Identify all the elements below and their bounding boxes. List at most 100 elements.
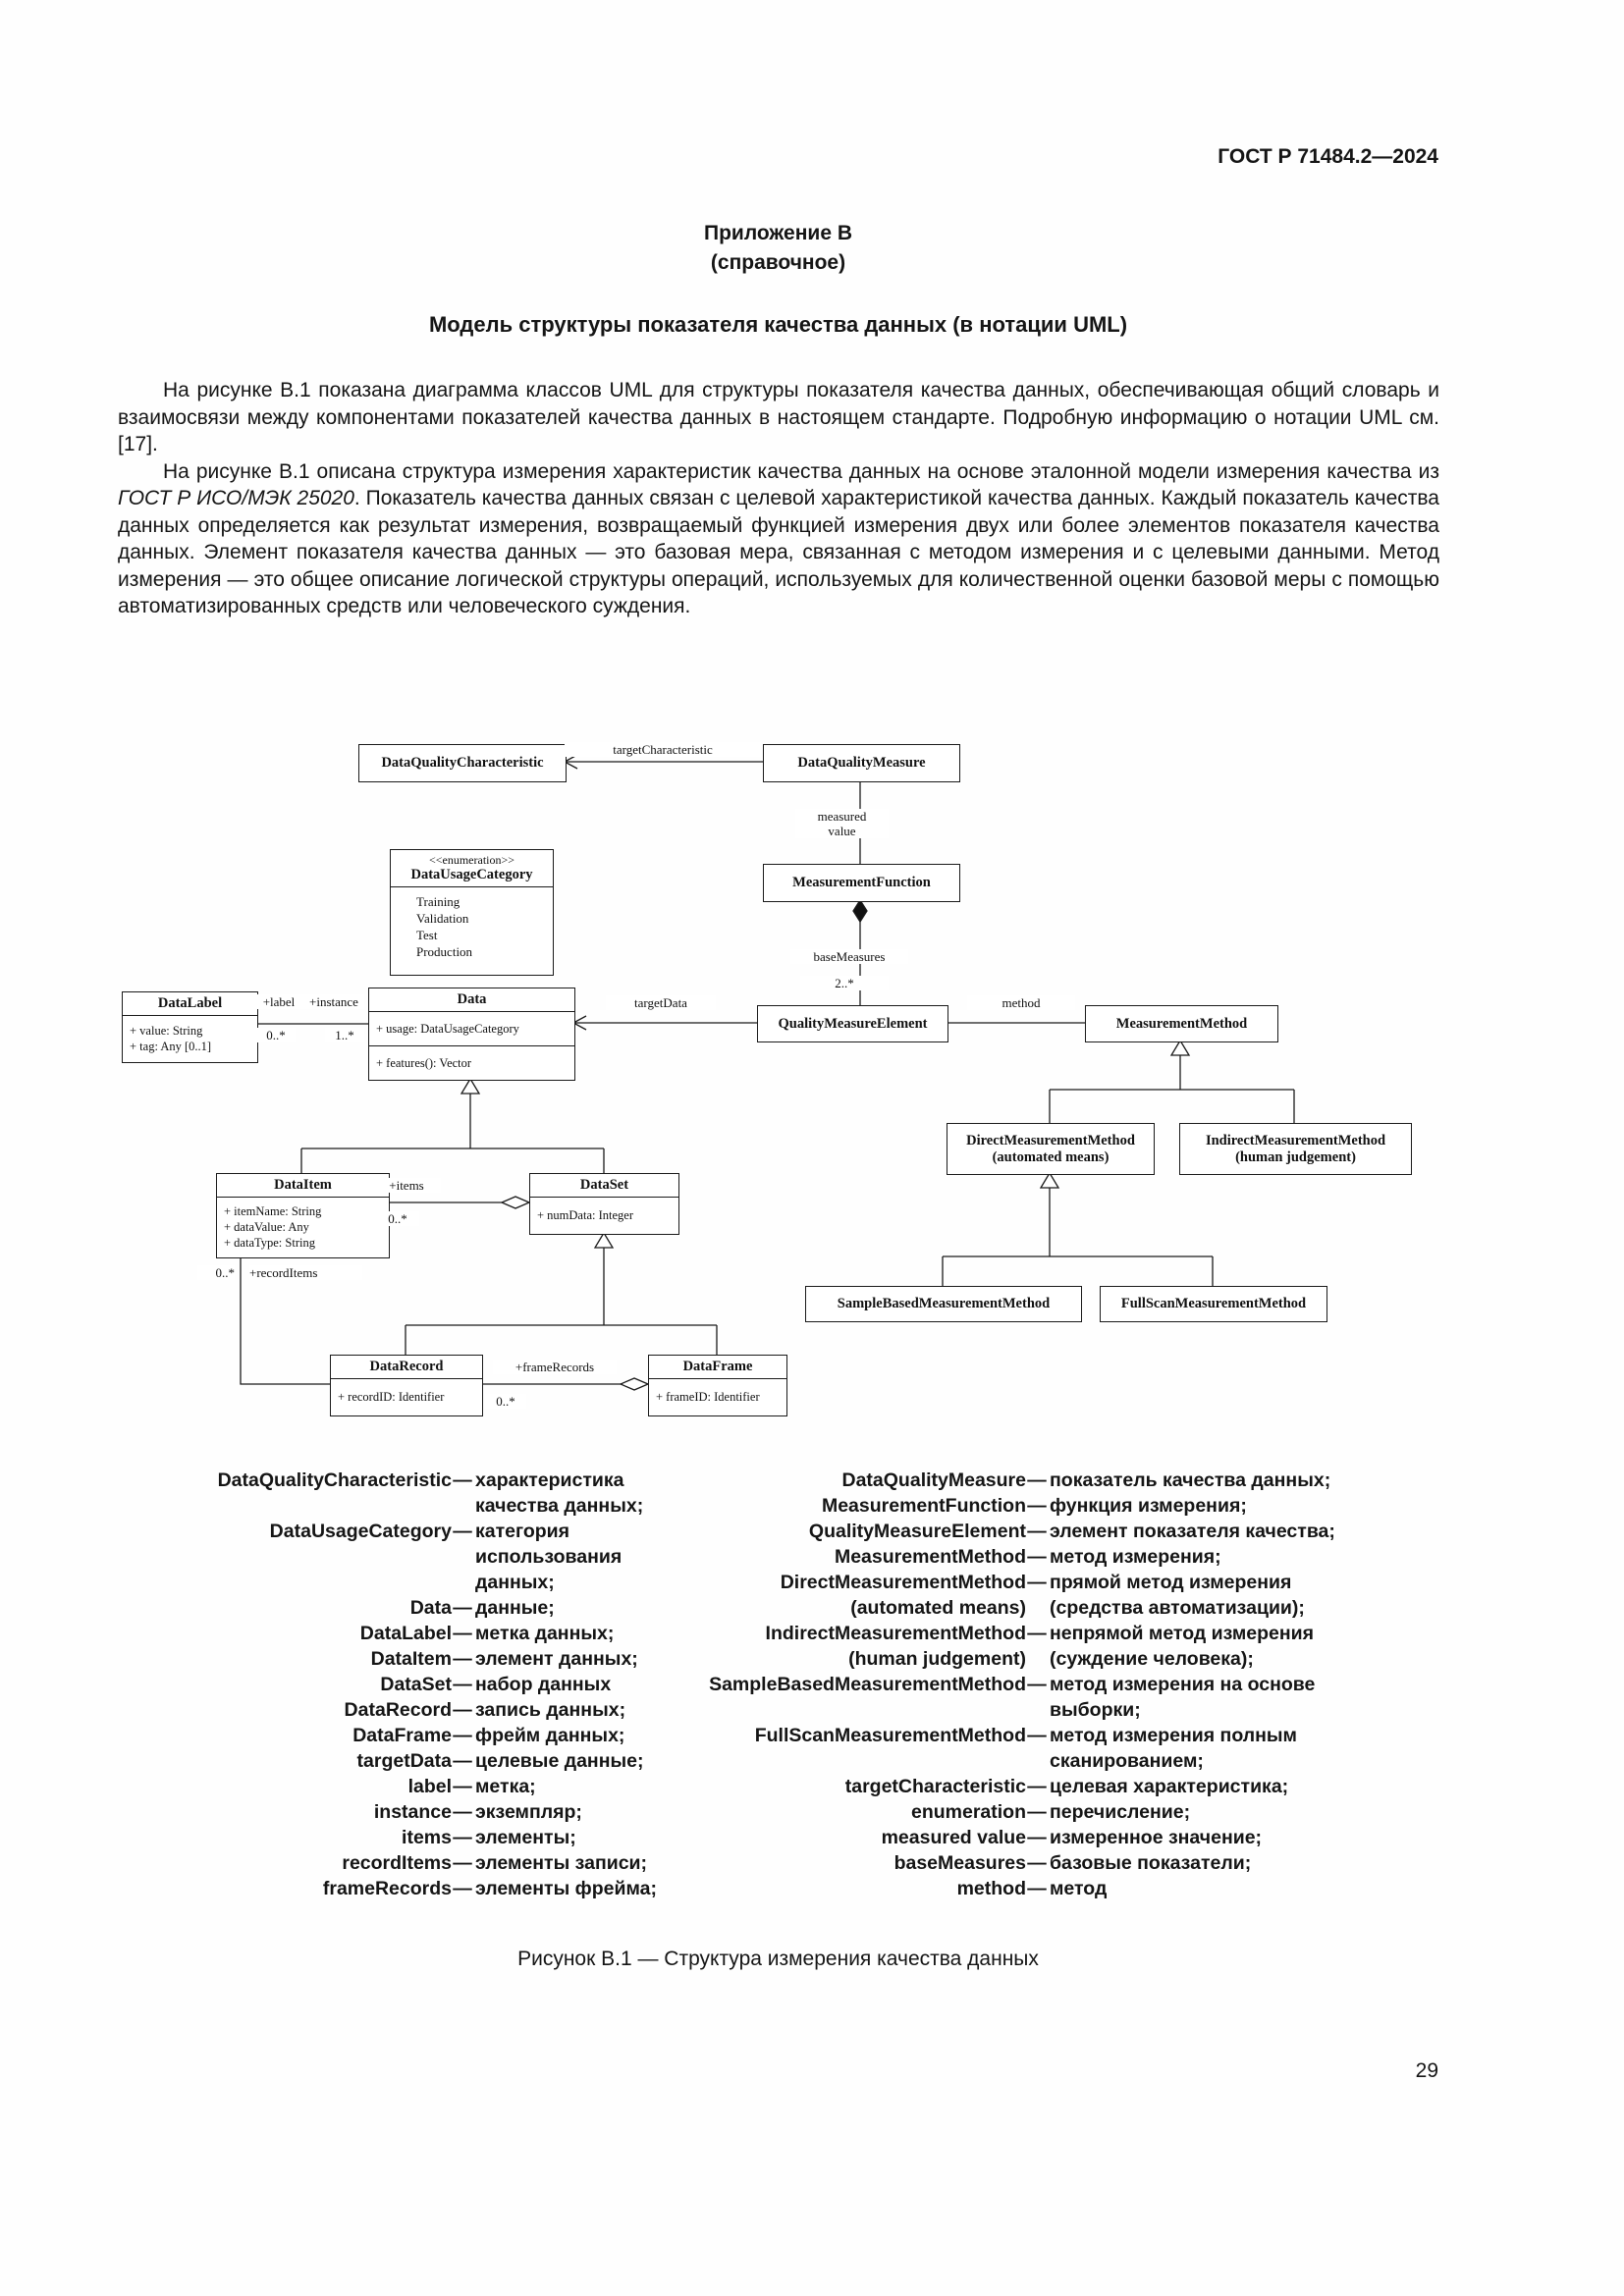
class-operations: + features(): Vector bbox=[369, 1044, 574, 1080]
class-attribute: + value: String bbox=[130, 1024, 203, 1039]
legend-entry: DataItem — элемент данных; bbox=[137, 1646, 683, 1672]
figure-legend-right-column: DataQualityMeasure — показатель качества… bbox=[643, 1468, 1401, 1901]
legend-desc: метод bbox=[1050, 1878, 1108, 1899]
legend-entry: method — метод bbox=[643, 1876, 1401, 1901]
role-label-label: +label bbox=[250, 994, 307, 1009]
legend-entry: DataUsageCategory — категория использова… bbox=[137, 1519, 683, 1595]
legend-term: frameRecords bbox=[322, 1878, 452, 1899]
legend-dash: — bbox=[1027, 1572, 1047, 1593]
legend-term: IndirectMeasurementMethod (human judgeme… bbox=[765, 1623, 1026, 1670]
legend-term: DataQualityCharacteristic bbox=[217, 1469, 452, 1491]
legend-term: MeasurementMethod bbox=[834, 1546, 1026, 1568]
legend-term: DirectMeasurementMethod (automated means… bbox=[780, 1572, 1026, 1619]
legend-desc: целевая характеристика; bbox=[1050, 1776, 1289, 1797]
legend-term: DataRecord bbox=[344, 1699, 452, 1721]
class-attribute: + recordID: Identifier bbox=[338, 1390, 445, 1405]
legend-dash: — bbox=[1027, 1776, 1047, 1797]
legend-term: measured value bbox=[881, 1827, 1026, 1848]
legend-dash: — bbox=[1027, 1546, 1047, 1568]
legend-dash: — bbox=[1027, 1521, 1047, 1542]
multiplicity-instance: 1..* bbox=[325, 1028, 364, 1042]
legend-desc: элементы; bbox=[475, 1827, 576, 1848]
legend-desc: фрейм данных; bbox=[475, 1725, 625, 1746]
legend-desc: функция измерения; bbox=[1050, 1495, 1247, 1517]
legend-dash: — bbox=[1027, 1878, 1047, 1899]
legend-dash: — bbox=[453, 1878, 472, 1899]
class-name: DataQualityCharacteristic bbox=[381, 755, 544, 772]
legend-dash: — bbox=[453, 1725, 472, 1746]
class-name: Data bbox=[457, 991, 487, 1007]
legend-dash: — bbox=[1027, 1852, 1047, 1874]
legend-entry: DataLabel — метка данных; bbox=[137, 1621, 683, 1646]
legend-dash: — bbox=[453, 1648, 472, 1670]
class-attribute: + dataValue: Any bbox=[224, 1220, 309, 1235]
role-label-target-data: targetData bbox=[606, 995, 716, 1010]
legend-term: DataQualityMeasure bbox=[841, 1469, 1027, 1491]
legend-entry: items — элементы; bbox=[137, 1825, 683, 1850]
generalization-triangle-icon bbox=[460, 1077, 481, 1095]
uml-class-data-frame: DataFrame + frameID: Identifier bbox=[648, 1355, 787, 1416]
uml-class-measurement-function: MeasurementFunction bbox=[763, 864, 960, 902]
page-number: 29 bbox=[1415, 2059, 1438, 2082]
legend-entry: recordItems — элементы записи; bbox=[137, 1850, 683, 1876]
generalization-triangle-icon bbox=[1169, 1039, 1191, 1056]
uml-class-direct-measurement-method: DirectMeasurementMethod (automated means… bbox=[947, 1123, 1155, 1175]
class-title: DirectMeasurementMethod (automated means… bbox=[947, 1124, 1154, 1174]
legend-desc: метка данных; bbox=[475, 1623, 615, 1644]
legend-desc: прямой метод измерения (средства автомат… bbox=[1050, 1572, 1305, 1619]
legend-desc: элементы фрейма; bbox=[475, 1878, 657, 1899]
legend-desc: экземпляр; bbox=[475, 1801, 582, 1823]
legend-entry: QualityMeasureElement — элемент показате… bbox=[643, 1519, 1401, 1544]
class-name: QualityMeasureElement bbox=[778, 1015, 928, 1032]
legend-entry: DataSet — набор данных bbox=[137, 1672, 683, 1697]
legend-entry: FullScanMeasurementMethod — метод измере… bbox=[643, 1723, 1401, 1774]
body-text: На рисунке В.1 показана диаграмма классо… bbox=[118, 377, 1439, 620]
legend-entry: measured value — измеренное значение; bbox=[643, 1825, 1401, 1850]
legend-desc: категория использования данных; bbox=[475, 1521, 623, 1593]
role-label-target-characteristic: targetCharacteristic bbox=[565, 742, 761, 757]
legend-entry: DataFrame — фрейм данных; bbox=[137, 1723, 683, 1748]
enum-value: Validation bbox=[416, 910, 469, 926]
legend-entry: instance — экземпляр; bbox=[137, 1799, 683, 1825]
legend-dash: — bbox=[453, 1699, 472, 1721]
page-header: ГОСТ Р 71484.2—2024 bbox=[1218, 145, 1438, 168]
legend-desc: набор данных bbox=[475, 1674, 612, 1695]
class-title: IndirectMeasurementMethod (human judgeme… bbox=[1180, 1124, 1411, 1174]
figure-caption: Рисунок В.1 — Структура измерения качест… bbox=[517, 1948, 1039, 1970]
legend-entry: targetCharacteristic — целевая характери… bbox=[643, 1774, 1401, 1799]
legend-dash: — bbox=[453, 1852, 472, 1874]
uml-class-full-scan-measurement-method: FullScanMeasurementMethod bbox=[1100, 1286, 1327, 1322]
class-name: SampleBasedMeasurementMethod bbox=[837, 1296, 1051, 1312]
legend-term: SampleBasedMeasurementMethod bbox=[709, 1674, 1026, 1695]
legend-term: baseMeasures bbox=[893, 1852, 1026, 1874]
aggregation-diamond-icon bbox=[619, 1377, 650, 1391]
class-attributes: + itemName: String+ dataValue: Any+ data… bbox=[217, 1196, 389, 1258]
legend-entry: label — метка; bbox=[137, 1774, 683, 1799]
legend-dash: — bbox=[453, 1674, 472, 1695]
legend-term: DataItem bbox=[370, 1648, 452, 1670]
legend-term: FullScanMeasurementMethod bbox=[754, 1725, 1026, 1746]
class-attributes: + frameID: Identifier bbox=[649, 1377, 786, 1416]
aggregation-diamond-icon bbox=[500, 1196, 531, 1209]
class-attribute: + numData: Integer bbox=[537, 1208, 633, 1223]
enum-value: Production bbox=[416, 943, 473, 959]
class-name: DataQualityMeasure bbox=[797, 755, 926, 772]
uml-class-data-quality-characteristic: DataQualityCharacteristic bbox=[358, 744, 567, 782]
uml-enum-data-usage-category: <<enumeration>> DataUsageCategory Traini… bbox=[390, 849, 554, 976]
legend-dash: — bbox=[453, 1469, 472, 1491]
class-name: DirectMeasurementMethod bbox=[966, 1133, 1135, 1148]
class-attribute: + frameID: Identifier bbox=[656, 1390, 760, 1405]
class-attribute: + usage: DataUsageCategory bbox=[376, 1021, 519, 1036]
class-name: FullScanMeasurementMethod bbox=[1120, 1296, 1307, 1312]
multiplicity-record-items: 0..* bbox=[197, 1265, 235, 1280]
section-heading: Модель структуры показателя качества дан… bbox=[428, 312, 1128, 337]
class-attribute: + dataType: String bbox=[224, 1236, 315, 1251]
legend-entry: MeasurementMethod — метод измерения; bbox=[643, 1544, 1401, 1570]
legend-desc: метод измерения; bbox=[1050, 1546, 1221, 1568]
class-name: DataUsageCategory bbox=[410, 867, 533, 882]
legend-dash: — bbox=[1027, 1495, 1047, 1517]
legend-term: DataSet bbox=[380, 1674, 452, 1695]
multiplicity-label: 0..* bbox=[256, 1028, 296, 1042]
legend-entry: DirectMeasurementMethod (automated means… bbox=[643, 1570, 1401, 1621]
enum-value: Training bbox=[416, 893, 460, 909]
